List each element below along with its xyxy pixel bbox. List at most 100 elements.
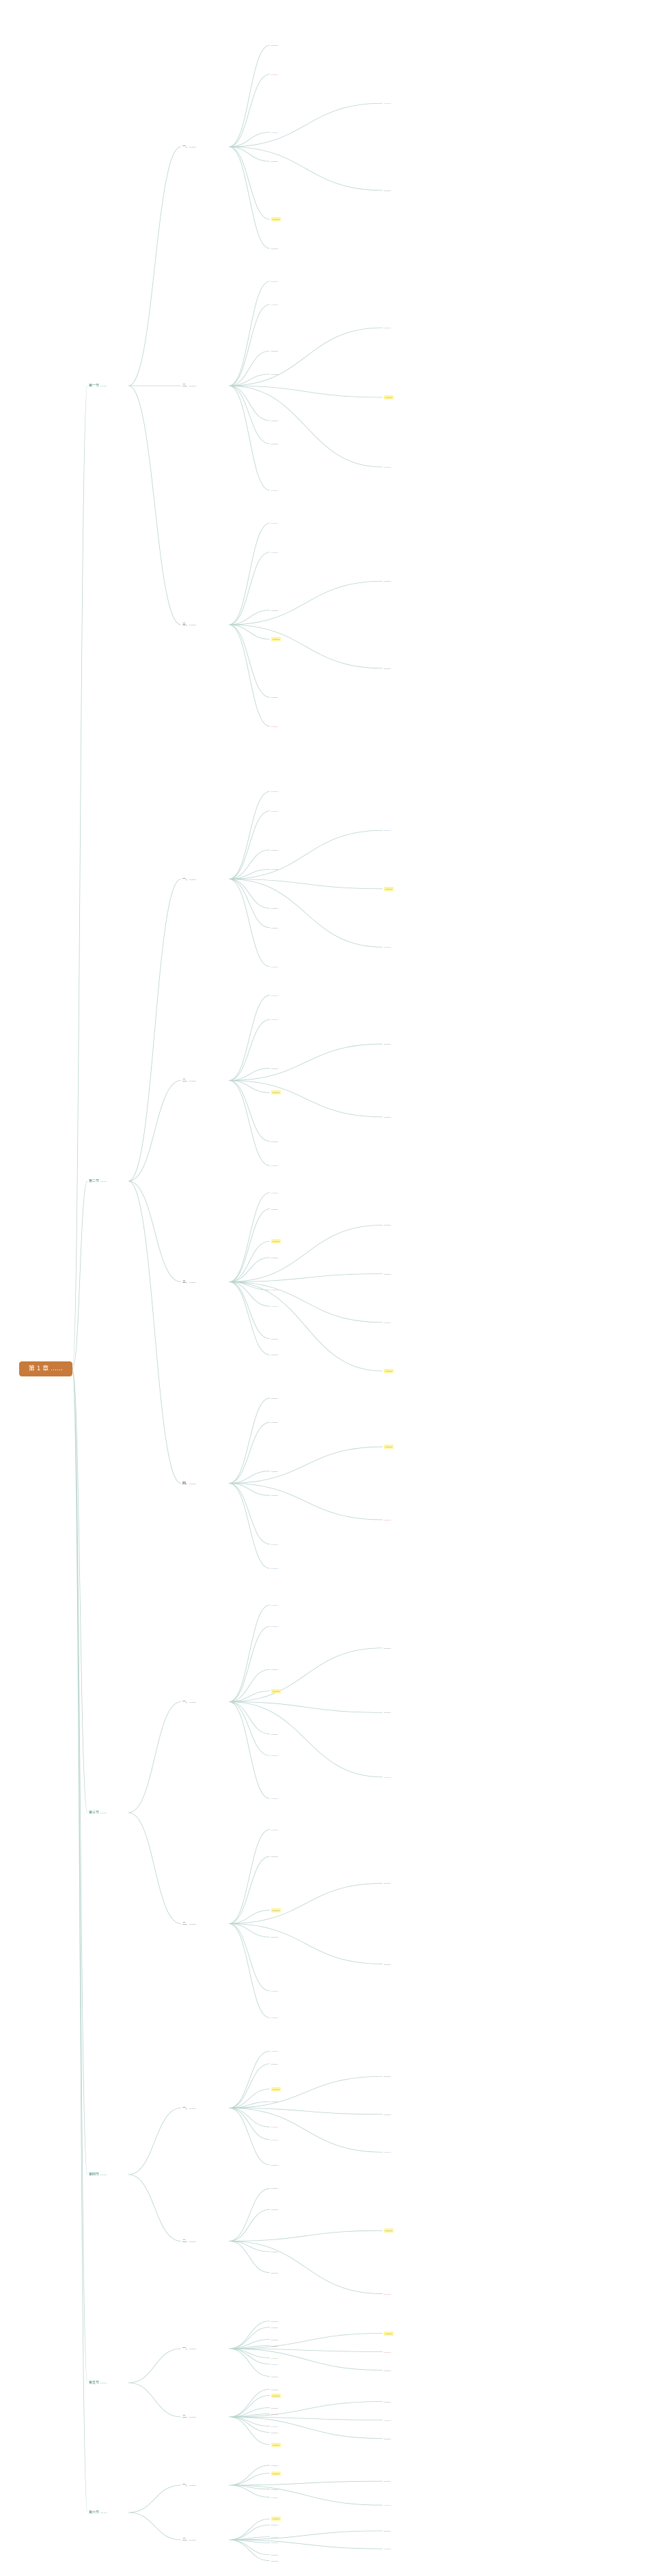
leaf-topic[interactable]: …… (271, 442, 278, 446)
leaf-topic[interactable]: …… (271, 2086, 281, 2091)
leaf-topic[interactable]: …… (384, 2479, 391, 2484)
leaf-topic[interactable]: …… (271, 1239, 281, 1244)
leaf-topic[interactable]: …… (271, 2424, 278, 2429)
leaf-topic[interactable]: …… (271, 2495, 278, 2500)
subtopic[interactable]: 二、…… (182, 384, 197, 388)
leaf-topic[interactable]: …… (271, 2015, 278, 2020)
leaf-topic[interactable]: …… (271, 2343, 278, 2348)
leaf-topic[interactable]: …… (271, 217, 281, 222)
leaf-topic[interactable]: …… (271, 2517, 281, 2521)
leaf-topic[interactable]: …… (271, 2061, 278, 2066)
subtopic[interactable]: 一、…… (182, 2347, 197, 2351)
leaf-topic[interactable]: …… (384, 1645, 391, 1650)
leaf-topic[interactable]: …… (271, 906, 278, 911)
leaf-topic[interactable]: …… (271, 1988, 278, 1993)
leaf-topic[interactable]: …… (384, 1517, 391, 1522)
leaf-topic[interactable]: …… (271, 2137, 278, 2142)
leaf-topic[interactable]: …… (271, 993, 278, 997)
leaf-topic[interactable]: …… (271, 2319, 278, 2323)
leaf-topic[interactable]: …… (271, 1288, 278, 1292)
leaf-topic[interactable]: …… (271, 1566, 278, 1571)
leaf-topic[interactable]: …… (271, 1731, 278, 1736)
leaf-topic[interactable]: …… (271, 1163, 278, 1168)
leaf-topic[interactable]: …… (384, 2547, 391, 2551)
leaf-topic[interactable]: …… (271, 2430, 278, 2435)
leaf-topic[interactable]: …… (384, 1774, 391, 1779)
leaf-topic[interactable]: …… (271, 72, 278, 76)
leaf-topic[interactable]: …… (271, 2558, 278, 2563)
branch-topic[interactable]: 第三节 …… (89, 1811, 107, 1815)
leaf-topic[interactable]: …… (271, 1935, 278, 1940)
leaf-topic[interactable]: …… (271, 2487, 278, 2491)
leaf-topic[interactable]: …… (271, 488, 278, 492)
leaf-topic[interactable]: …… (384, 101, 391, 106)
leaf-topic[interactable]: …… (271, 1017, 278, 1022)
leaf-topic[interactable]: …… (384, 2418, 391, 2422)
subtopic[interactable]: 一、…… (182, 145, 197, 149)
leaf-topic[interactable]: …… (384, 2331, 393, 2336)
leaf-topic[interactable]: …… (271, 1206, 278, 1211)
leaf-topic[interactable]: …… (271, 1542, 278, 1546)
leaf-topic[interactable]: …… (384, 2528, 391, 2533)
branch-topic[interactable]: 第二节 …… (89, 1179, 107, 1183)
leaf-topic[interactable]: …… (384, 1320, 391, 1325)
subtopic[interactable]: 四、…… (182, 1481, 197, 1486)
leaf-topic[interactable]: …… (271, 550, 278, 554)
leaf-topic[interactable]: …… (384, 2436, 391, 2441)
leaf-topic[interactable]: …… (384, 465, 391, 469)
leaf-topic[interactable]: …… (271, 2534, 278, 2539)
leaf-topic[interactable]: …… (271, 2523, 278, 2528)
leaf-topic[interactable]: …… (271, 246, 278, 251)
leaf-topic[interactable]: …… (271, 2186, 278, 2191)
leaf-topic[interactable]: …… (271, 724, 278, 728)
leaf-topic[interactable]: …… (384, 828, 391, 833)
subtopic[interactable]: 二、…… (182, 2538, 197, 2542)
leaf-topic[interactable]: …… (271, 302, 278, 307)
subtopic[interactable]: 一、…… (182, 1699, 197, 1704)
leaf-topic[interactable]: …… (271, 1469, 278, 1473)
leaf-topic[interactable]: …… (271, 2405, 278, 2410)
leaf-topic[interactable]: …… (271, 2337, 278, 2342)
subtopic[interactable]: 三、…… (182, 623, 197, 627)
leaf-topic[interactable]: …… (271, 2355, 278, 2360)
leaf-topic[interactable]: …… (384, 2228, 393, 2233)
leaf-topic[interactable]: …… (384, 1114, 391, 1119)
subtopic[interactable]: 三、…… (182, 1279, 197, 1284)
leaf-topic[interactable]: …… (271, 1667, 278, 1672)
leaf-topic[interactable]: …… (271, 637, 281, 642)
leaf-topic[interactable]: …… (384, 1042, 391, 1047)
leaf-topic[interactable]: …… (271, 1753, 278, 1758)
leaf-topic[interactable]: …… (384, 2150, 391, 2155)
leaf-topic[interactable]: …… (271, 2325, 278, 2330)
branch-topic[interactable]: 第四节 …… (89, 2172, 107, 2177)
leaf-topic[interactable]: …… (271, 130, 278, 135)
leaf-topic[interactable]: …… (271, 1336, 278, 1341)
branch-topic[interactable]: 第五节 …… (89, 2381, 107, 2385)
leaf-topic[interactable]: …… (271, 2374, 278, 2379)
leaf-topic[interactable]: …… (384, 2399, 391, 2404)
leaf-topic[interactable]: …… (384, 1881, 391, 1886)
subtopic[interactable]: 一、…… (182, 877, 197, 881)
leaf-topic[interactable]: …… (271, 2270, 278, 2275)
leaf-topic[interactable]: …… (271, 1255, 278, 1260)
leaf-topic[interactable]: …… (271, 2162, 278, 2167)
leaf-topic[interactable]: …… (271, 349, 278, 353)
branch-topic[interactable]: 第六节 …… (89, 2510, 107, 2515)
leaf-topic[interactable]: …… (271, 2463, 278, 2467)
leaf-topic[interactable]: …… (271, 1624, 278, 1629)
leaf-topic[interactable]: …… (384, 1445, 393, 1449)
leaf-topic[interactable]: …… (271, 789, 278, 794)
leaf-topic[interactable]: …… (384, 579, 391, 584)
leaf-topic[interactable]: …… (271, 2099, 278, 2104)
leaf-topic[interactable]: …… (271, 2411, 278, 2416)
leaf-topic[interactable]: …… (271, 159, 278, 164)
leaf-topic[interactable]: …… (271, 43, 278, 48)
leaf-topic[interactable]: …… (271, 2249, 278, 2254)
leaf-topic[interactable]: …… (271, 2125, 278, 2129)
leaf-topic[interactable]: …… (271, 695, 278, 700)
leaf-topic[interactable]: …… (271, 521, 278, 526)
subtopic[interactable]: 一、…… (182, 2106, 197, 2110)
leaf-topic[interactable]: …… (384, 2291, 391, 2296)
leaf-topic[interactable]: …… (271, 1602, 278, 1607)
subtopic[interactable]: 二、…… (182, 2415, 197, 2419)
